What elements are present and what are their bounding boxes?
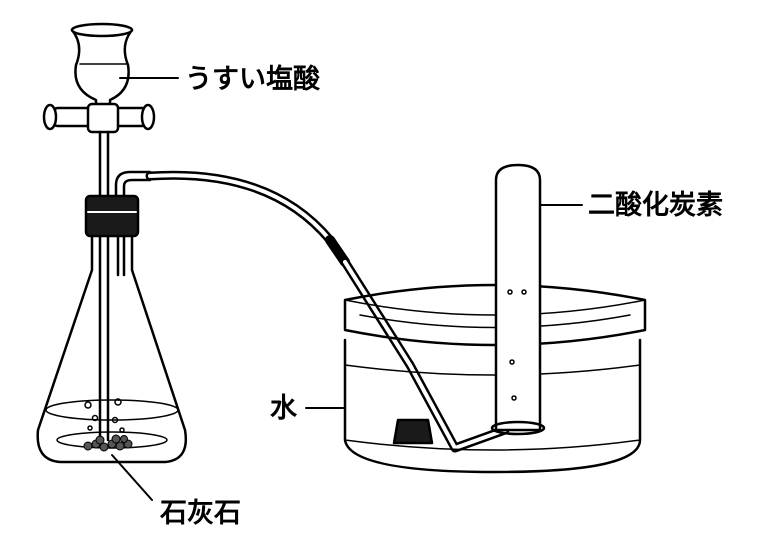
label-dilute-hydrochloric-acid: うすい塩酸 <box>185 64 320 95</box>
delivery-tube <box>114 170 510 453</box>
erlenmeyer-flask <box>36 194 188 464</box>
label-carbon-dioxide: 二酸化炭素 <box>588 190 723 221</box>
funnel-stem <box>98 130 110 442</box>
bubbles <box>84 398 125 433</box>
label-limestone: 石灰石 <box>160 498 241 529</box>
rubber-stopper <box>392 418 434 445</box>
leader-lines <box>111 77 583 501</box>
label-water: 水 <box>270 393 297 424</box>
test-tube <box>490 163 546 436</box>
limestone-pieces <box>83 434 133 452</box>
dropping-funnel <box>70 22 134 114</box>
stopcock <box>42 102 156 134</box>
water-trough <box>343 283 647 474</box>
